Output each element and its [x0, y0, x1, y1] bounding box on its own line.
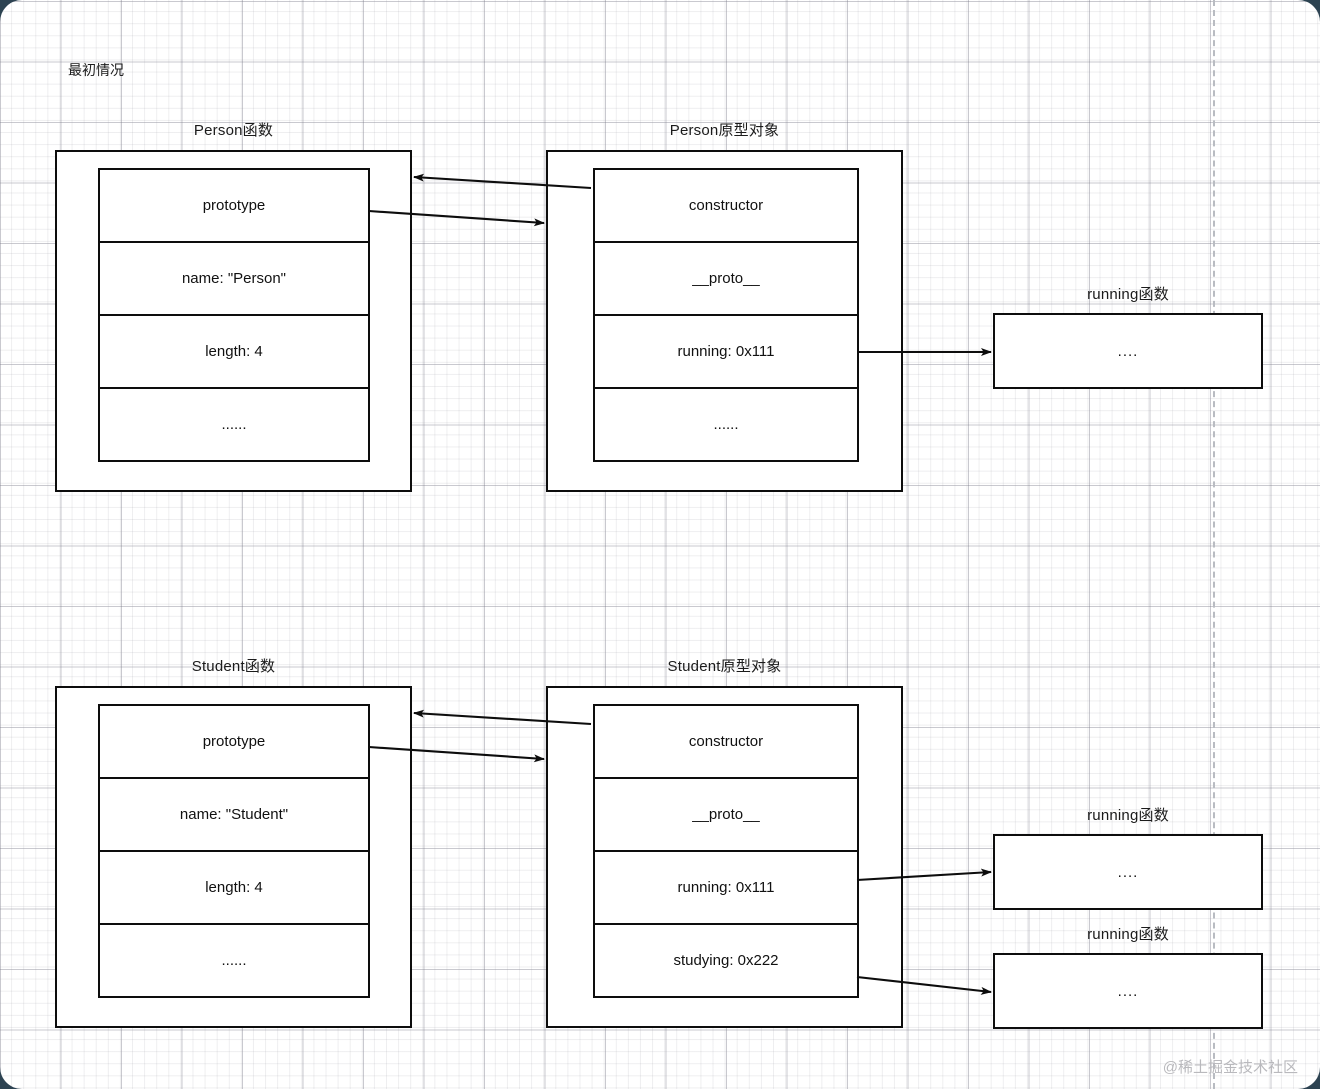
- person-prototype-proto-row: __proto__: [595, 243, 857, 316]
- vertical-guide-line: [1213, 0, 1215, 1089]
- caption-student-prototype: Student原型对象: [667, 658, 782, 675]
- student-function-ellipsis-row: ......: [221, 952, 247, 969]
- caption-running-function-bottom: running函数: [1087, 926, 1169, 943]
- person-function-box: prototype name: "Person" length: 4 .....…: [55, 150, 412, 492]
- person-function-prop-table: prototype name: "Person" length: 4 .....…: [98, 168, 370, 462]
- student-function-prototype-row: prototype: [100, 706, 368, 779]
- student-prototype-proto-row: __proto__: [595, 779, 857, 852]
- caption-student-function: Student函数: [191, 658, 276, 675]
- running-function-top-box: ....: [993, 313, 1263, 389]
- person-prototype-prop-table: constructor __proto__ running: 0x111 ...…: [593, 168, 859, 462]
- student-function-box: prototype name: "Student" length: 4 ....…: [55, 686, 412, 1028]
- person-prototype-constructor-row: constructor: [595, 170, 857, 243]
- person-prototype-running-row: running: 0x111: [595, 316, 857, 389]
- caption-person-prototype: Person原型对象: [669, 122, 780, 139]
- person-function-length-row: length: 4: [100, 316, 368, 389]
- person-function-ellipsis-row: ......: [221, 416, 247, 433]
- person-prototype-ellipsis-row: ......: [713, 416, 739, 433]
- student-prototype-constructor-row: constructor: [595, 706, 857, 779]
- student-prototype-studying-row: studying: 0x222: [673, 952, 779, 969]
- page-title: 最初情况: [68, 62, 124, 78]
- student-prototype-box: constructor __proto__ running: 0x111 stu…: [546, 686, 903, 1028]
- student-prototype-running-row: running: 0x111: [595, 852, 857, 925]
- watermark: @稀土掘金技术社区: [1162, 1059, 1298, 1076]
- student-prototype-prop-table: constructor __proto__ running: 0x111 stu…: [593, 704, 859, 998]
- caption-person-function: Person函数: [193, 122, 274, 139]
- caption-running-function-mid: running函数: [1087, 807, 1169, 824]
- student-function-prop-table: prototype name: "Student" length: 4 ....…: [98, 704, 370, 998]
- running-function-mid-box: ....: [993, 834, 1263, 910]
- student-function-length-row: length: 4: [100, 852, 368, 925]
- student-function-name-row: name: "Student": [100, 779, 368, 852]
- person-function-name-row: name: "Person": [100, 243, 368, 316]
- person-function-prototype-row: prototype: [100, 170, 368, 243]
- caption-running-function-top: running函数: [1087, 286, 1169, 303]
- person-prototype-box: constructor __proto__ running: 0x111 ...…: [546, 150, 903, 492]
- running-function-bottom-box: ....: [993, 953, 1263, 1029]
